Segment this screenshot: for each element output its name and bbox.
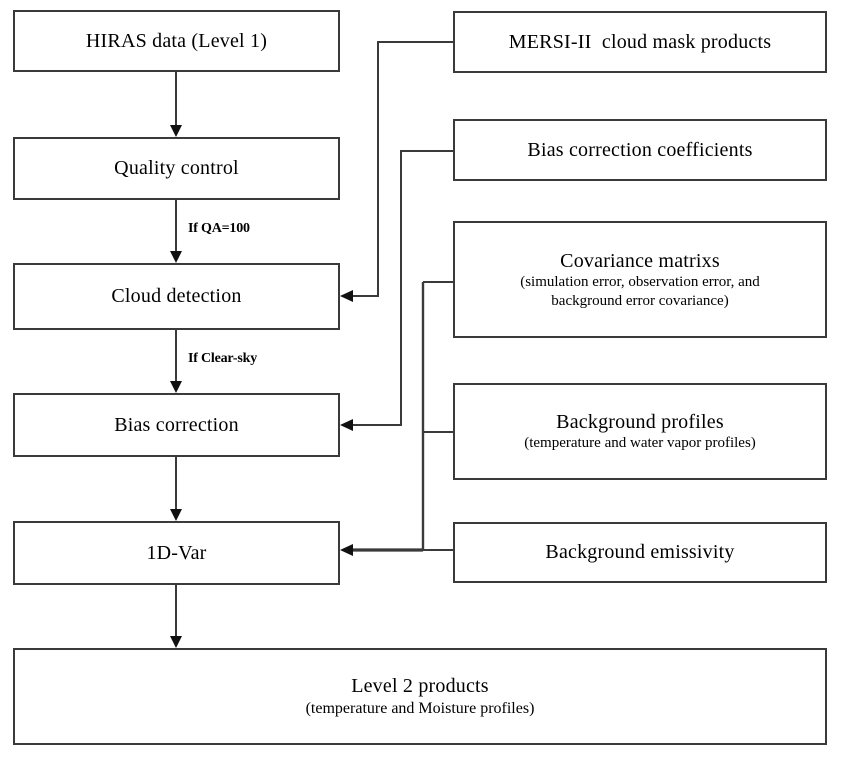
node-label: Cloud detection [111,285,242,308]
node-label: HIRAS data (Level 1) [85,29,268,52]
arrowhead-bias [170,381,182,393]
node-hiras-data: HIRAS data (Level 1) [13,10,340,72]
node-label: Bias correction coefficients [527,138,753,161]
node-sublabel: (temperature and water vapor profiles) [524,435,756,452]
arrowhead-quality [170,125,182,137]
node-label: MERSI-II cloud mask products [508,30,772,53]
node-label: Covariance matrixs [560,249,720,272]
node-quality-control: Quality control [13,137,340,200]
arrowhead-level2 [170,636,182,648]
edge-label-if-qa-100: If QA=100 [188,221,250,236]
node-bias-coefficients: Bias correction coefficients [453,119,827,181]
arrowhead-cloud [170,251,182,263]
node-bias-correction: Bias correction [13,393,340,457]
node-label: 1D-Var [146,541,207,564]
edge-label-if-clear-sky: If Clear-sky [188,351,258,366]
node-background-profiles: Background profiles (temperature and wat… [453,383,827,480]
node-sublabel: (temperature and Moisture profiles) [305,699,535,717]
node-1d-var: 1D-Var [13,521,340,585]
node-sublabel: background error covariance) [551,292,729,309]
node-label: Background profiles [556,410,724,433]
edge-coeff-to-bias [352,150,453,426]
node-mersi-cloud-mask: MERSI-II cloud mask products [453,11,827,73]
node-label: Bias correction [114,413,239,436]
node-background-emissivity: Background emissivity [453,522,827,583]
arrowhead-1dvar [170,509,182,521]
node-label: Background emissivity [545,541,735,564]
edge-mersi-to-cloud [352,41,453,297]
node-label: Quality control [114,157,239,180]
arrowhead-bias-side [340,419,353,431]
arrowhead-1dvar-side [340,544,353,556]
arrowhead-cloud-side [340,290,353,302]
node-label: Level 2 products [351,675,489,698]
node-cloud-detection: Cloud detection [13,263,340,330]
node-covariance-matrixs: Covariance matrixs (simulation error, ob… [453,221,827,338]
node-sublabel: (simulation error, observation error, an… [520,273,760,290]
node-level2-products: Level 2 products (temperature and Moistu… [13,648,827,745]
